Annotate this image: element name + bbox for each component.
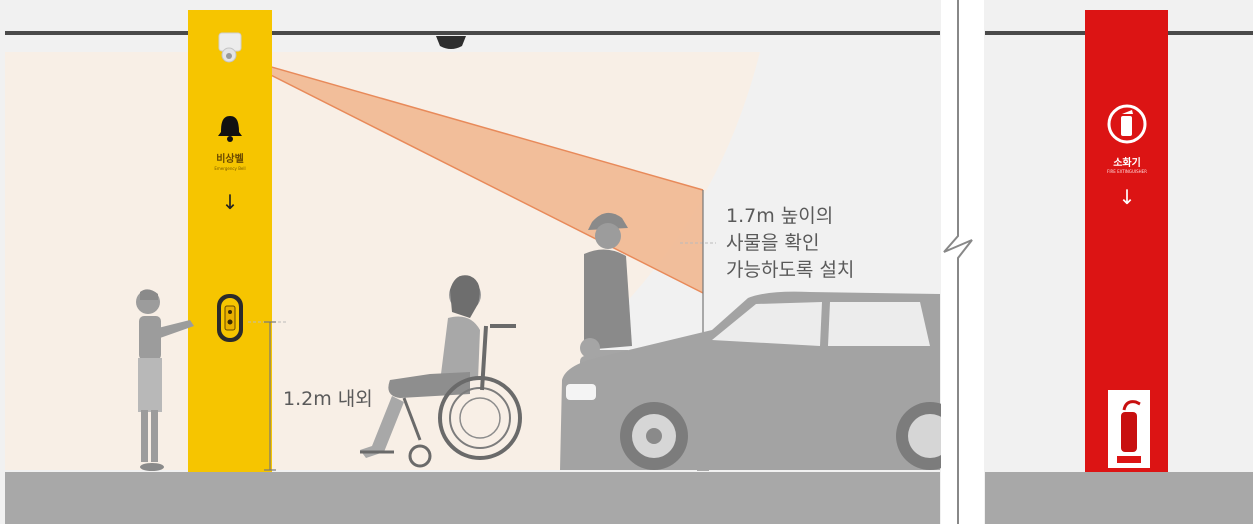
- button-height-annotation: 1.2m 내외: [283, 386, 373, 413]
- arrow-down-icon: ↓: [1115, 187, 1139, 207]
- extinguisher-label: 소화기: [1097, 154, 1157, 169]
- extinguisher-sublabel: FIRE EXTINGUISHER: [1097, 169, 1157, 174]
- emergency-pillar: [188, 10, 272, 472]
- ceiling-line-left: [5, 31, 940, 35]
- camera-height-line2: 사물을 확인: [726, 230, 819, 257]
- arrow-down-icon: ↓: [218, 192, 242, 212]
- emergency-call-button: [217, 294, 243, 342]
- camera-height-line3: 가능하도록 설치: [726, 257, 854, 284]
- break-gap: [941, 0, 984, 524]
- floor-right: [985, 472, 1253, 524]
- camera-height-line1: 1.7m 높이의: [726, 203, 833, 230]
- floor-left: [5, 472, 940, 524]
- extinguisher-cabinet: [1108, 390, 1150, 468]
- emergency-bell-label: 비상벨: [200, 150, 260, 165]
- emergency-bell-sublabel: Emergency Bell: [200, 166, 260, 171]
